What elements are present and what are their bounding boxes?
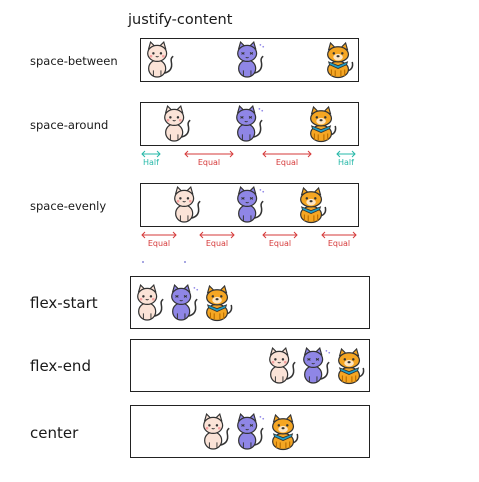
box-flex-start bbox=[130, 276, 370, 329]
orange-dog-icon bbox=[267, 413, 301, 451]
equal-arrow-label: Equal bbox=[147, 239, 171, 248]
label-space-evenly: space-evenly bbox=[30, 199, 107, 213]
orange-dog-icon bbox=[305, 105, 339, 143]
orange-dog-icon bbox=[333, 347, 367, 385]
half-spacing-arrow: Half bbox=[141, 150, 161, 172]
equal-spacing-arrow: Equal bbox=[199, 231, 235, 253]
purple-cat-icon bbox=[233, 41, 267, 79]
equal-spacing-arrow: Equal bbox=[141, 231, 177, 253]
orange-dog-icon bbox=[201, 284, 235, 322]
box-center bbox=[130, 405, 370, 458]
box-space-around bbox=[140, 102, 359, 146]
pink-cat-icon bbox=[160, 105, 194, 143]
label-flex-start: flex-start bbox=[30, 294, 98, 312]
box-flex-end bbox=[130, 339, 370, 392]
box-space-between bbox=[140, 38, 359, 82]
pink-cat-icon bbox=[265, 347, 299, 385]
equal-arrow-label: Equal bbox=[275, 158, 299, 167]
half-arrow-label: Half bbox=[338, 158, 354, 167]
pink-cat-icon bbox=[133, 284, 167, 322]
purple-cat-icon bbox=[233, 186, 267, 224]
purple-cat-icon bbox=[167, 284, 201, 322]
equal-spacing-arrow: Equal bbox=[184, 150, 234, 172]
pink-cat-icon bbox=[143, 41, 177, 79]
label-flex-end: flex-end bbox=[30, 357, 91, 375]
pink-cat-icon bbox=[170, 186, 204, 224]
purple-cat-icon bbox=[232, 105, 266, 143]
equal-spacing-arrow: Equal bbox=[262, 231, 298, 253]
half-arrow-label: Half bbox=[143, 158, 159, 167]
equal-spacing-arrow: Equal bbox=[262, 150, 312, 172]
pink-cat-icon bbox=[199, 413, 233, 451]
label-space-between: space-between bbox=[30, 54, 118, 68]
equal-arrow-label: Equal bbox=[327, 239, 351, 248]
box-space-evenly bbox=[140, 183, 359, 227]
equal-spacing-arrow: Equal bbox=[321, 231, 357, 253]
equal-arrow-label: Equal bbox=[205, 239, 229, 248]
equal-arrow-label: Equal bbox=[268, 239, 292, 248]
label-center: center bbox=[30, 424, 79, 442]
decorative-dot bbox=[142, 261, 144, 263]
orange-dog-icon bbox=[295, 186, 329, 224]
equal-arrow-label: Equal bbox=[197, 158, 221, 167]
purple-cat-icon bbox=[299, 347, 333, 385]
decorative-dot bbox=[184, 261, 186, 263]
label-space-around: space-around bbox=[30, 118, 109, 132]
page-title: justify-content bbox=[128, 12, 233, 28]
purple-cat-icon bbox=[233, 413, 267, 451]
half-spacing-arrow: Half bbox=[336, 150, 356, 172]
orange-dog-icon bbox=[322, 41, 356, 79]
